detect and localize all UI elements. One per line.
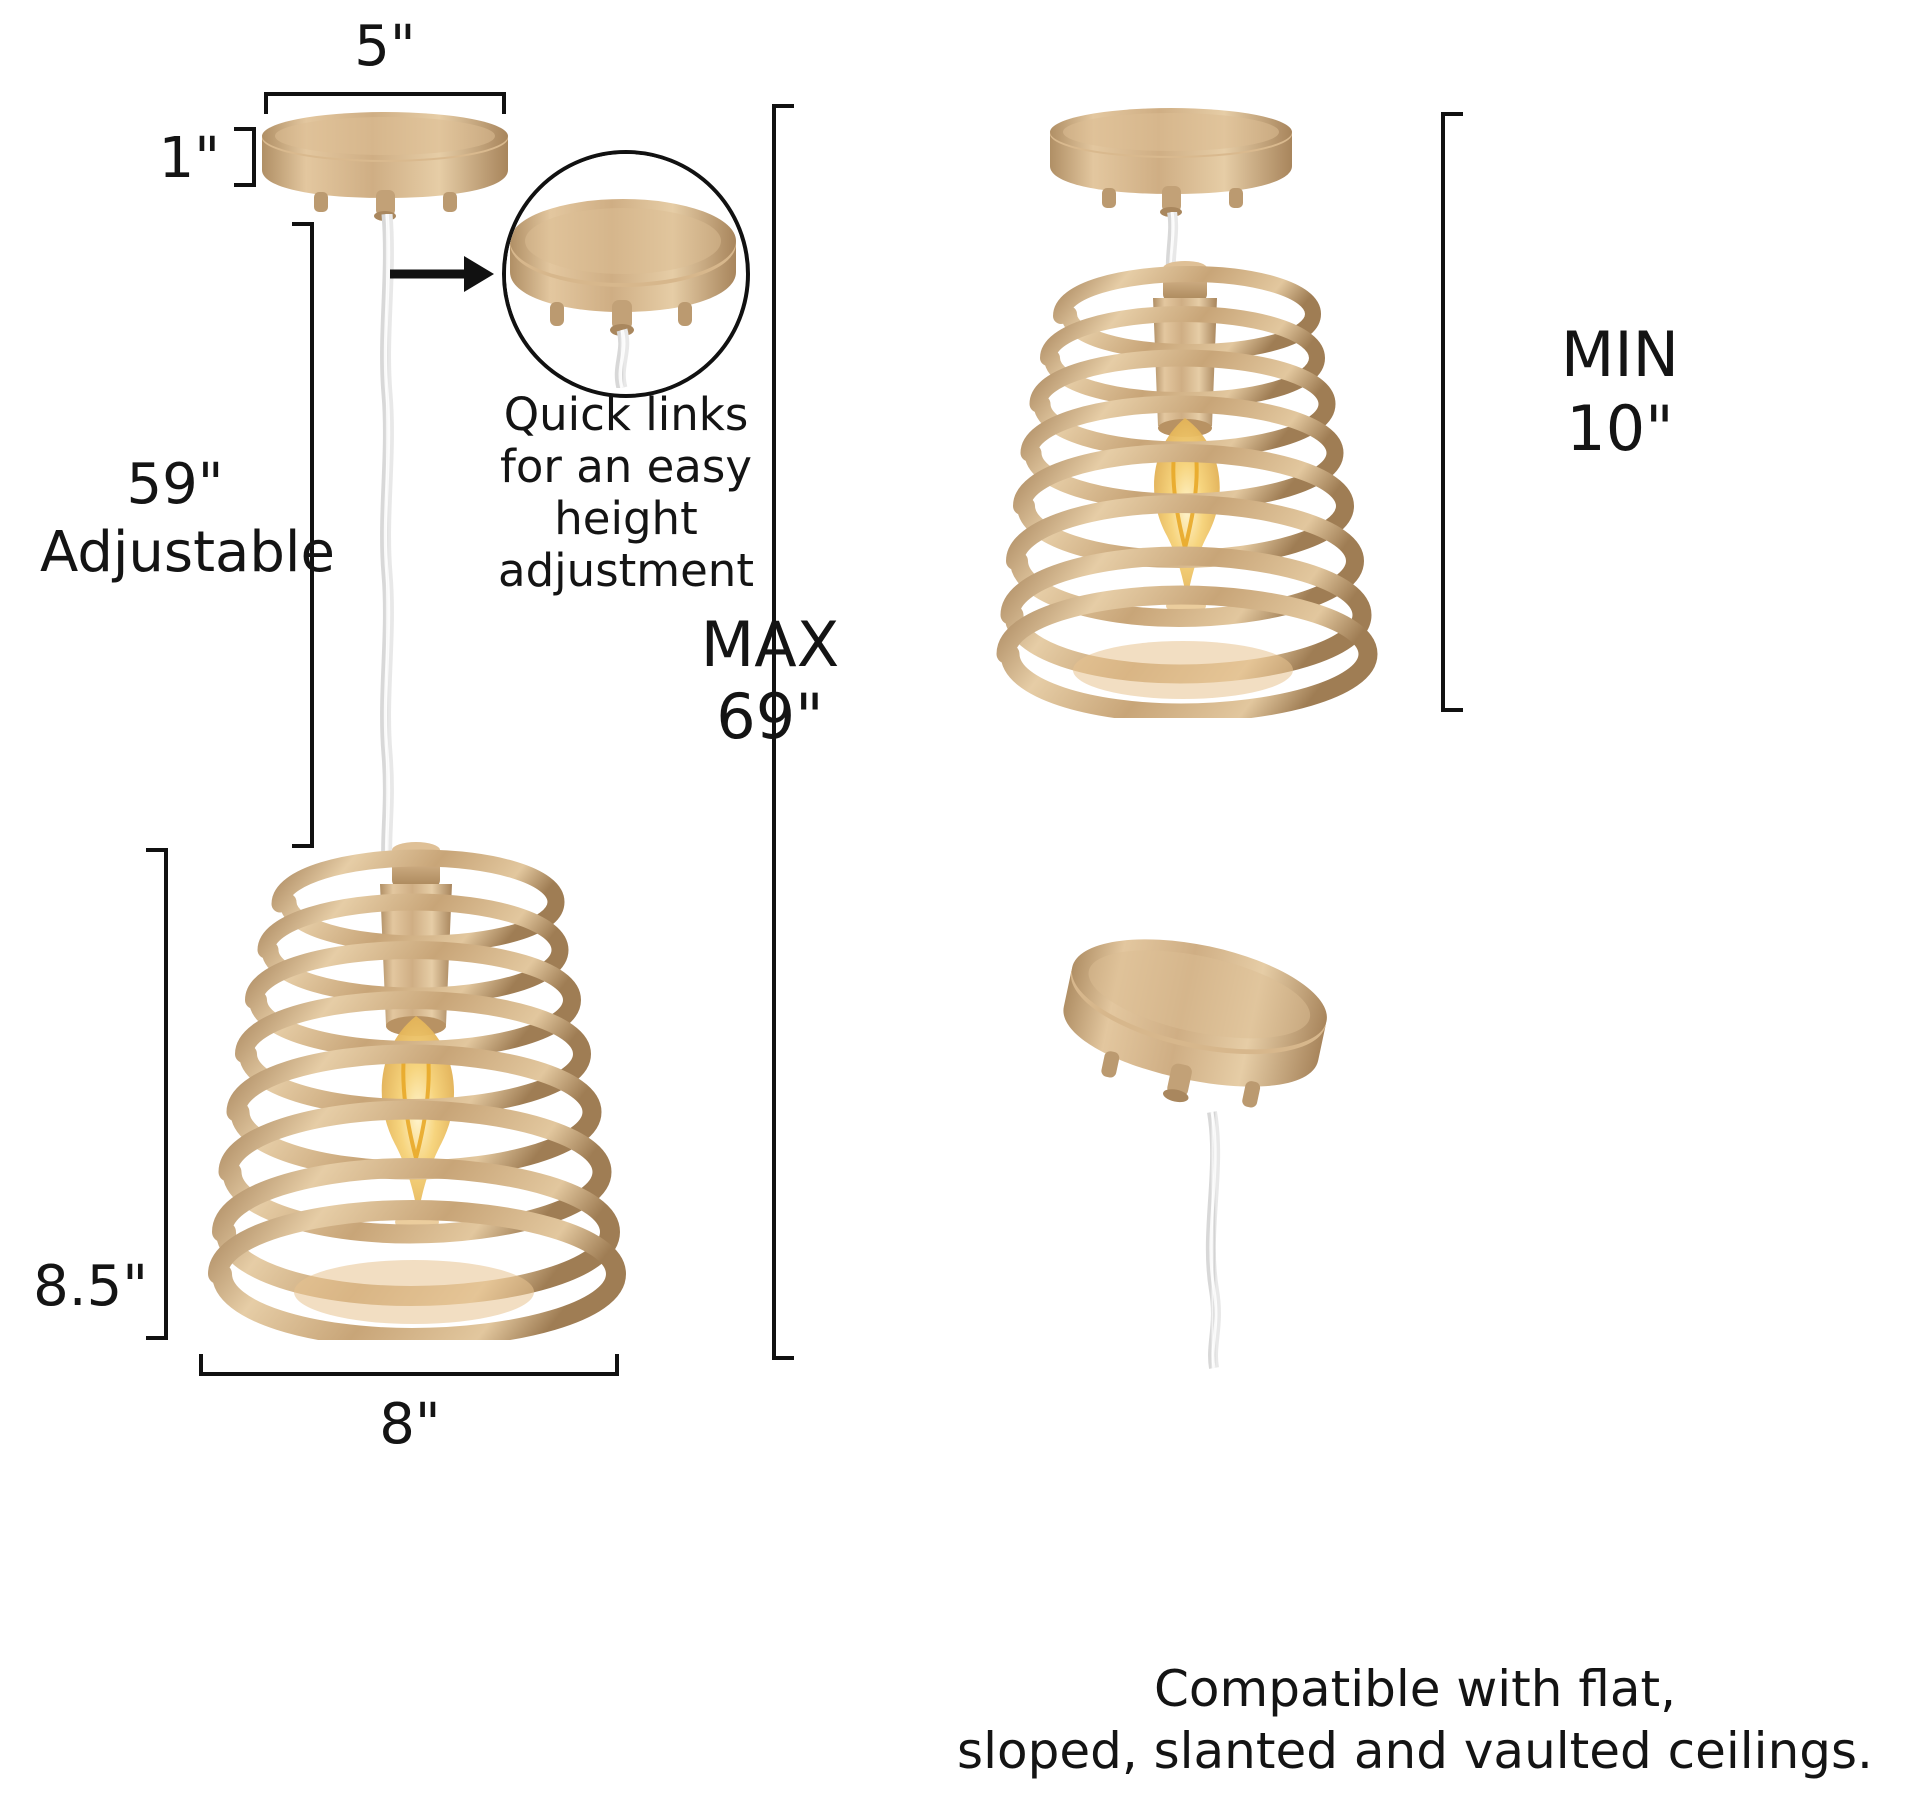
callout-caption-line4: adjustment <box>498 544 754 597</box>
right-shade-art <box>985 258 1385 723</box>
bottom-note-line2: sloped, slanted and vaulted ceilings. <box>957 1722 1873 1780</box>
shade-width-label: 8" <box>379 1392 441 1457</box>
callout-caption-line1: Quick links <box>503 388 749 441</box>
canopy-width-dimension <box>264 92 506 114</box>
min-label-line2: 10" <box>1566 392 1674 465</box>
min-label-line1: MIN <box>1560 318 1680 391</box>
right-canopy-art <box>1046 108 1296 220</box>
canopy-height-label: 1" <box>158 126 220 191</box>
left-canopy-art <box>258 112 512 222</box>
left-cord-art <box>368 213 408 865</box>
shade-width-dimension <box>199 1354 619 1376</box>
cord-length-label-line1: 59" <box>126 452 224 517</box>
cord-length-label-line2: Adjustable <box>40 520 335 585</box>
canopy-detail-callout <box>502 150 750 398</box>
callout-caption-line3: height <box>554 492 698 545</box>
max-overall-dimension <box>772 104 794 1360</box>
bottom-note-line1: Compatible with flat, <box>1154 1660 1676 1718</box>
shade-height-dimension <box>146 848 168 1340</box>
callout-arrow <box>388 248 498 300</box>
tilted-canopy-art <box>1046 890 1346 1370</box>
min-overall-dimension <box>1441 112 1463 712</box>
shade-height-label: 8.5" <box>33 1254 148 1319</box>
cord-length-dimension <box>292 222 314 848</box>
left-shade-art <box>196 840 636 1349</box>
canopy-height-dimension <box>234 127 256 187</box>
callout-caption-line2: for an easy <box>500 440 752 493</box>
canopy-width-label: 5" <box>354 14 416 79</box>
max-label-line2: 69" <box>716 680 824 753</box>
max-label-line1: MAX <box>700 608 840 681</box>
